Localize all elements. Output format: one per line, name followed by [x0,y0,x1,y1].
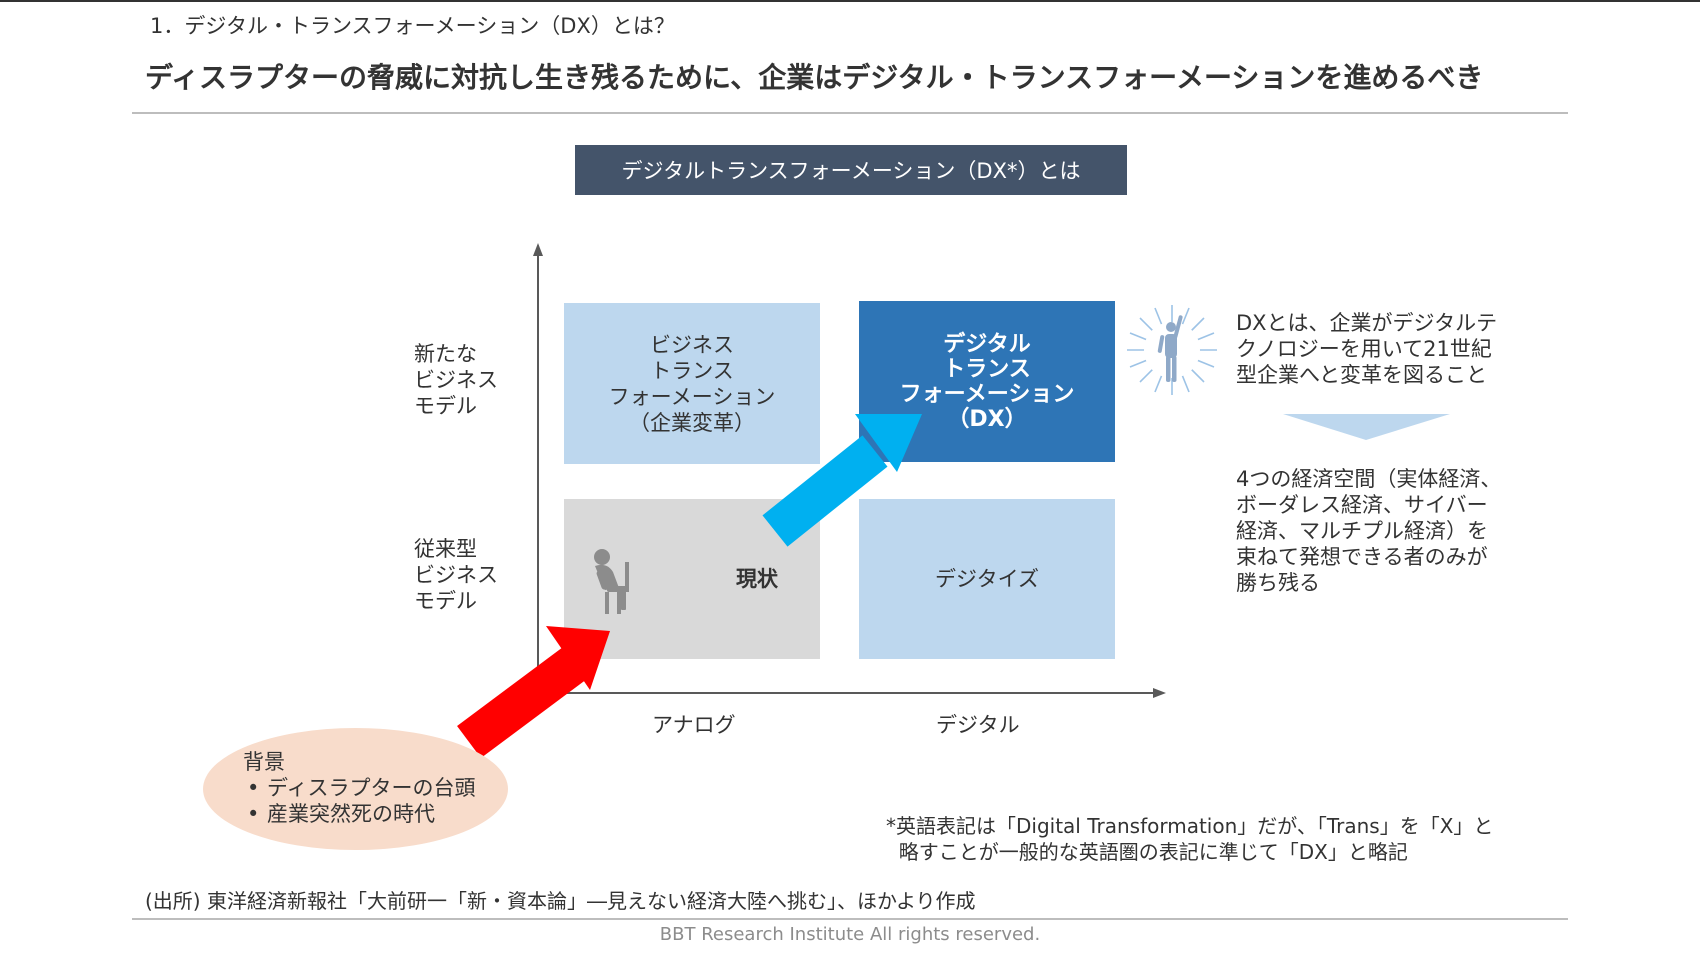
cheering-person-icon [1127,305,1217,395]
dx-definition-text: DXとは、企業がデジタルテ クノロジーを用いて21世紀 型企業へと変革を図ること [1236,311,1498,387]
y-label-new-business-model: 新たな ビジネス モデル [414,342,498,418]
background-ellipse [203,728,508,850]
footnote: *英語表記は「Digital Transformation」だが、「Trans」… [886,814,1494,864]
background-item: •産業突然死の時代 [247,802,435,826]
footer-divider [132,918,1568,920]
dx-banner: デジタルトランスフォーメーション（DX*）とは [575,145,1127,195]
x-axis-arrowhead [1153,688,1166,698]
conclusion-text: 4つの経済空間（実体経済、 ボーダレス経済、サイバー 経済、マルチプル経済）を … [1236,467,1502,595]
background-title: 背景 [243,750,285,774]
header-divider [132,112,1568,114]
headline: ディスラプターの脅威に対抗し生き残るために、企業はデジタル・トランスフォーメーシ… [145,61,1484,94]
current-state-label: 現状 [736,567,778,591]
background-item: •ディスラプターの台頭 [247,776,476,800]
section-title: 1．デジタル・トランスフォーメーション（DX）とは？ [150,14,675,38]
background-text: 背景 •ディスラプターの台頭 •産業突然死の時代 [243,749,476,827]
x-label-digital: デジタル [936,713,1020,737]
quadrant-digitize: デジタイズ [859,499,1115,659]
sitting-person-icon [594,549,629,614]
top-border [0,0,1700,2]
quadrant-business-transformation: ビジネス トランス フォーメーション （企業変革） [564,303,820,464]
y-axis-arrowhead [533,243,543,256]
copyright-footer: BBT Research Institute All rights reserv… [659,924,1041,945]
source-text: (出所) 東洋経済新報社「大前研一「新・資本論」―見えない経済大陸へ挑む」、ほか… [145,889,976,913]
quadrant-digital-transformation: デジタル トランス フォーメーション （DX） [859,301,1115,462]
y-label-traditional-business-model: 従来型 ビジネス モデル [414,537,498,613]
x-label-analog: アナログ [652,713,736,737]
